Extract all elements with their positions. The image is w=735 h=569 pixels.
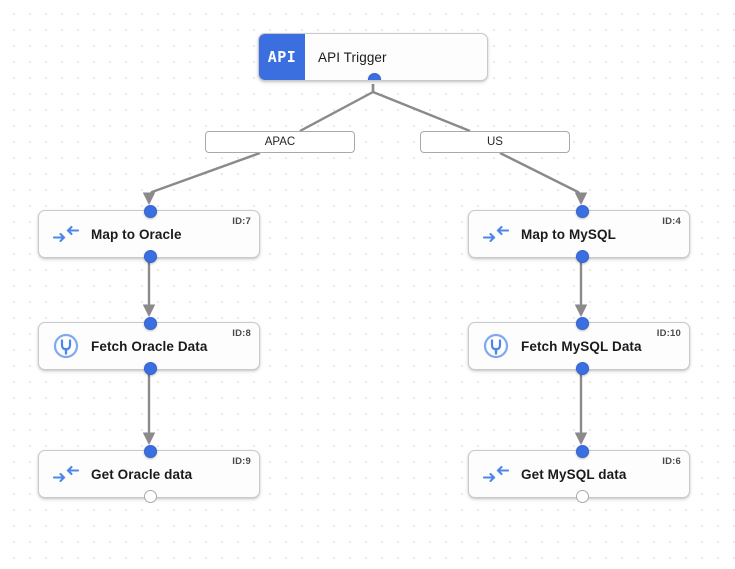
port-out-fetch-mysql-data[interactable] (576, 362, 589, 375)
port-out-fetch-oracle-data[interactable] (144, 362, 157, 375)
port-in-fetch-oracle-data[interactable] (144, 317, 157, 330)
node-map-to-mysql[interactable]: Map to MySQL ID:4 (468, 205, 690, 263)
port-out-map-to-oracle[interactable] (144, 250, 157, 263)
port-out-map-to-mysql[interactable] (576, 250, 589, 263)
edge-us-to-map-mysql (499, 151, 588, 205)
port-out-get-mysql-data[interactable] (576, 490, 589, 503)
database-plug-icon (51, 331, 81, 361)
node-map-to-mysql-label: Map to MySQL (521, 226, 616, 242)
node-map-to-oracle[interactable]: Map to Oracle ID:7 (38, 205, 260, 263)
api-chip-icon: API (259, 34, 305, 80)
map-arrows-icon (51, 219, 81, 249)
node-fetch-mysql-data-id-badge: ID:10 (656, 328, 681, 339)
map-arrows-icon (481, 459, 511, 489)
node-map-to-oracle-id-badge: ID:7 (232, 216, 251, 227)
node-fetch-oracle-data-label: Fetch Oracle Data (91, 338, 208, 354)
branch-label-apac[interactable]: APAC (205, 131, 355, 153)
port-out-api-trigger[interactable] (368, 73, 381, 80)
branch-label-us[interactable]: US (420, 131, 570, 153)
edge-trigger-to-us (371, 84, 471, 133)
node-fetch-mysql-data-label: Fetch MySQL Data (521, 338, 642, 354)
port-in-get-mysql-data[interactable] (576, 445, 589, 458)
port-in-map-to-oracle[interactable] (144, 205, 157, 218)
branch-label-us-text: US (487, 136, 503, 148)
node-fetch-oracle-data[interactable]: Fetch Oracle Data ID:8 (38, 317, 260, 375)
map-arrows-icon (481, 219, 511, 249)
node-get-oracle-data-label: Get Oracle data (91, 466, 193, 482)
node-get-mysql-data-id-badge: ID:6 (662, 456, 681, 467)
node-get-mysql-data-label: Get MySQL data (521, 466, 627, 482)
port-in-fetch-mysql-data[interactable] (576, 317, 589, 330)
edge-apac-to-map-oracle (142, 151, 261, 205)
node-get-mysql-data[interactable]: Get MySQL data ID:6 (468, 445, 690, 503)
node-api-trigger[interactable]: API API Trigger (258, 33, 488, 81)
node-fetch-mysql-data[interactable]: Fetch MySQL Data ID:10 (468, 317, 690, 375)
port-in-get-oracle-data[interactable] (144, 445, 157, 458)
node-get-oracle-data[interactable]: Get Oracle data ID:9 (38, 445, 260, 503)
branch-label-apac-text: APAC (264, 136, 296, 148)
port-in-map-to-mysql[interactable] (576, 205, 589, 218)
port-out-get-oracle-data[interactable] (144, 490, 157, 503)
node-api-trigger-label: API Trigger (318, 49, 387, 65)
edge-trigger-to-apac (299, 84, 375, 133)
node-map-to-mysql-id-badge: ID:4 (662, 216, 681, 227)
node-map-to-oracle-label: Map to Oracle (91, 226, 182, 242)
api-chip-text: API (267, 48, 297, 66)
database-plug-icon (481, 331, 511, 361)
node-fetch-oracle-data-id-badge: ID:8 (232, 328, 251, 339)
node-get-oracle-data-id-badge: ID:9 (232, 456, 251, 467)
map-arrows-icon (51, 459, 81, 489)
